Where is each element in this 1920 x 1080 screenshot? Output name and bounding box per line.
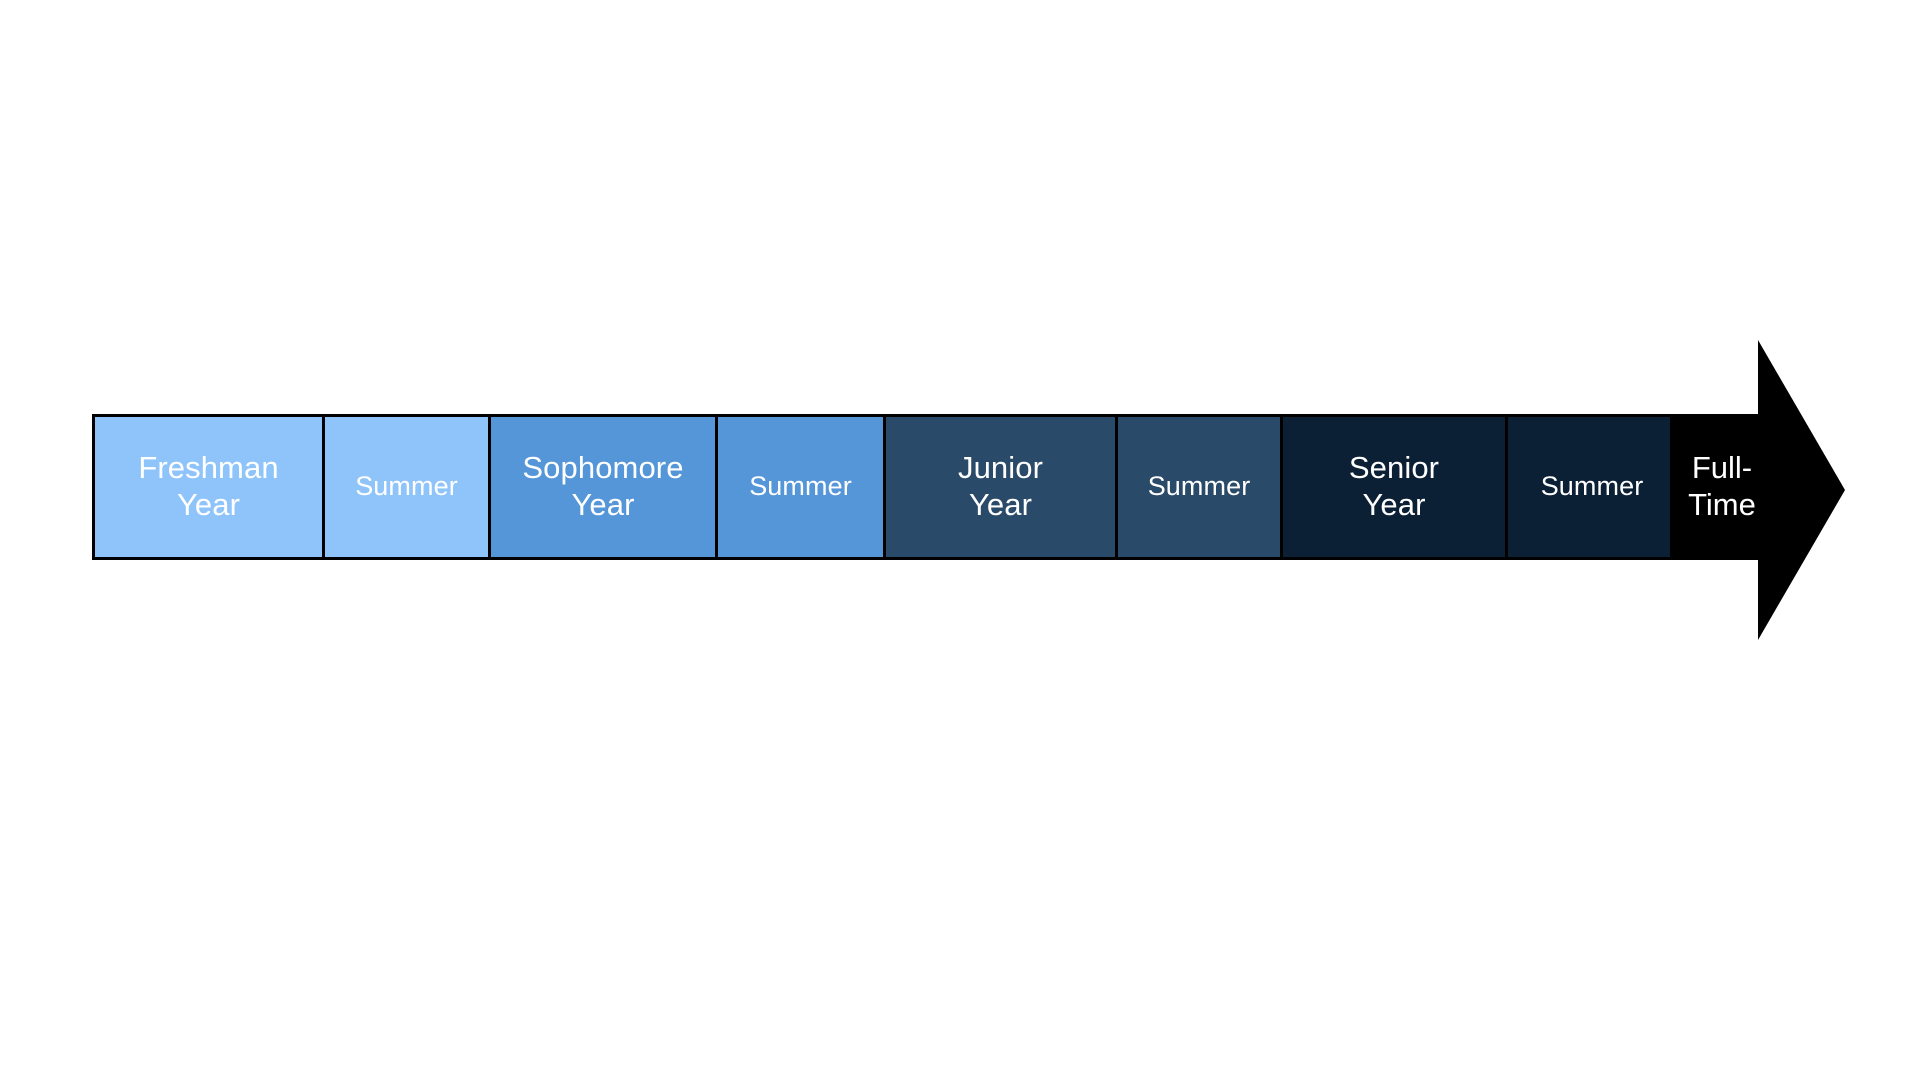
timeline-segment-senior-year[interactable]: Senior Year — [1283, 417, 1508, 557]
timeline-segment-label: Summer — [1147, 471, 1251, 502]
timeline-segment-label: Sophomore Year — [522, 450, 684, 522]
timeline-segment-summer[interactable]: Summer — [1508, 417, 1676, 557]
timeline-segment-freshman-year[interactable]: Freshman Year — [95, 417, 325, 557]
timeline-segment-label: Junior Year — [957, 450, 1044, 522]
timeline-bar: Freshman Year Summer Sophomore Year Summer J… — [92, 414, 1676, 560]
timeline-segment-summer[interactable]: Summer — [718, 417, 886, 557]
timeline-segment-label: Freshman Year — [138, 450, 279, 522]
timeline-segment-label: Senior Year — [1348, 450, 1440, 522]
timeline-segment-junior-year[interactable]: Junior Year — [886, 417, 1118, 557]
timeline-segment-summer[interactable]: Summer — [1118, 417, 1283, 557]
timeline-arrow-terminator[interactable]: Full- Time — [1670, 338, 1850, 642]
timeline-segment-label: Summer — [355, 471, 458, 502]
arrow-shape-icon — [1670, 340, 1845, 640]
timeline-segment-summer[interactable]: Summer — [325, 417, 491, 557]
timeline-segment-sophomore-year[interactable]: Sophomore Year — [491, 417, 718, 557]
timeline-segment-label: Summer — [749, 471, 852, 502]
timeline-segment-label: Summer — [1540, 471, 1644, 502]
